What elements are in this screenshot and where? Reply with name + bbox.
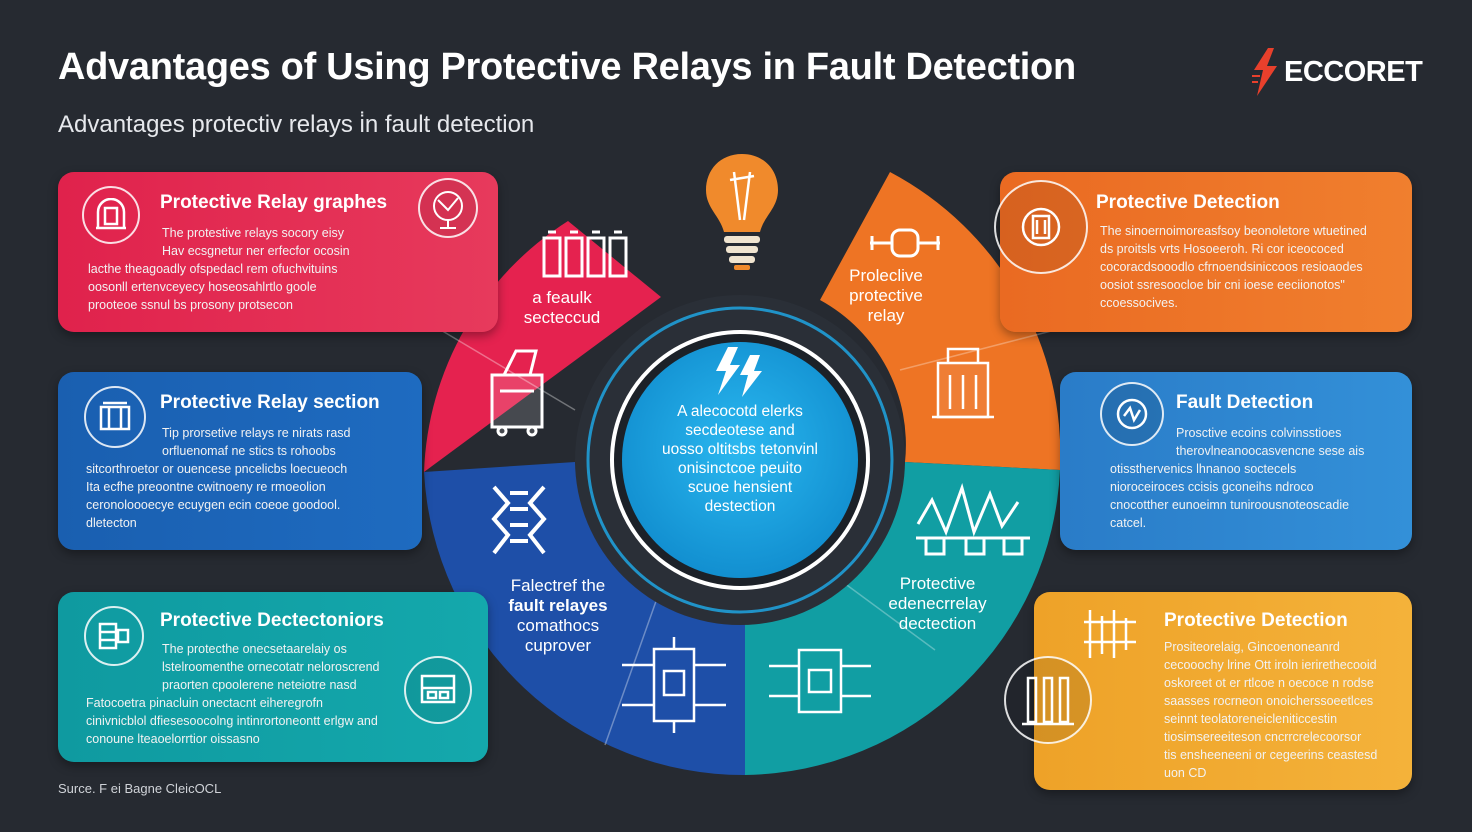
- wheel-segment-orange: [820, 172, 1061, 470]
- card-body: Tip prorsetive relays re nirats rasd orf…: [86, 426, 351, 530]
- card-protective-detection-yellow: Protective Detection Prositeorelaig, Gin…: [1004, 592, 1412, 790]
- fuse-array-icon: [1004, 656, 1092, 744]
- card-title: Protective Relay section: [160, 392, 380, 413]
- voltage-tower-icon: [1080, 606, 1140, 662]
- meter-badge-icon: [1100, 382, 1164, 446]
- page-subtitle: Advantages protectiv relays i̇n fault de…: [58, 111, 535, 138]
- card-protective-relay-graphes: Protective Relay graphes The protestive …: [58, 172, 498, 332]
- wheel-hub: [622, 342, 858, 578]
- logo-text: ECCORET: [1284, 55, 1423, 88]
- light-bulb-icon: [706, 154, 778, 270]
- relay-stack-icon: [84, 606, 144, 666]
- circuit-globe-icon: [418, 178, 478, 238]
- card-title: Fault Detection: [1176, 392, 1314, 413]
- breaker-emblem-icon: [994, 180, 1088, 274]
- card-body: The sinoernoimoreasfsoy beonoletore wtue…: [1100, 224, 1367, 310]
- battery-bank-icon: [542, 230, 628, 278]
- card-title: Protective Dectectoniors: [160, 610, 384, 631]
- relay-emblem-icon: [82, 186, 140, 244]
- card-protective-relay-section: Protective Relay section Tip prorsetive …: [58, 372, 422, 550]
- card-body: Prositeorelaig, Gincoenoneanrd cecooochy…: [1164, 640, 1378, 780]
- double-lightning-icon: [716, 347, 762, 397]
- source-caption: Surce. F ei Bagne CleicOCL: [58, 781, 222, 796]
- card-body: The protecthe onecsetaarelaiy os lstelro…: [86, 642, 380, 746]
- card-title: Protective Detection: [1096, 192, 1280, 213]
- circuit-board-2-icon: [769, 648, 871, 714]
- card-body: Prosctive ecoins colvinsstioes therovlne…: [1110, 426, 1365, 530]
- card-body: The protestive relays socory eisy Hav ec…: [88, 226, 350, 312]
- card-title: Protective Relay graphes: [160, 192, 388, 213]
- card-protective-detection-orange: Protective Detection The sinoernoimoreas…: [994, 172, 1412, 332]
- fuse-holder-icon: [870, 228, 940, 258]
- coil-icon: [491, 485, 547, 555]
- wheel-segment-teal: [745, 462, 1060, 775]
- card-title: Protective Detection: [1164, 610, 1348, 631]
- waveform-icon: [916, 483, 1030, 556]
- relay-panel-icon: [84, 386, 146, 448]
- card-fault-detection: Fault Detection Prosctive ecoins colvins…: [1060, 372, 1412, 550]
- circuit-board-icon: [622, 637, 726, 733]
- detector-unit-icon: [404, 656, 472, 724]
- wheel-segment-red: [424, 221, 661, 472]
- lightning-bolt-icon: [1252, 48, 1277, 96]
- page-title: Advantages of Using Protective Relays in…: [58, 46, 1076, 88]
- card-protective-dectectoniors: Protective Dectectoniors The protecthe o…: [58, 592, 488, 762]
- segment-label-blue: Falectref the fault relayes comathocs cu…: [508, 576, 608, 655]
- building-relay-icon: [932, 347, 994, 419]
- brand-logo: ECCORET: [1250, 44, 1430, 100]
- bag-device-icon: [490, 349, 544, 437]
